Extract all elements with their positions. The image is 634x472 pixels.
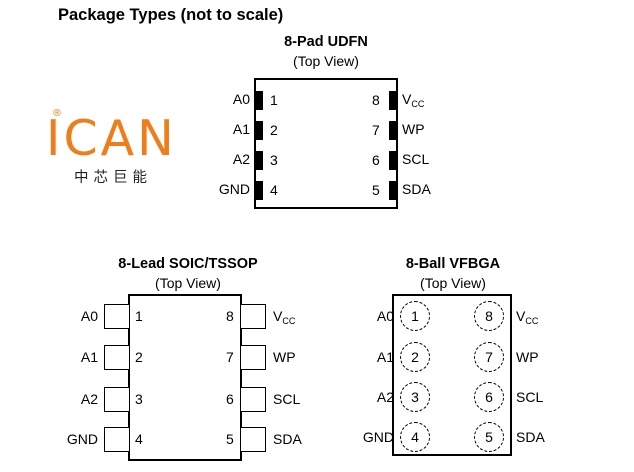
vfbga-pin-label-7: WP xyxy=(516,349,539,365)
vfbga-ball-1: 1 xyxy=(400,301,430,331)
soic-pin-number-5: 5 xyxy=(226,431,234,447)
udfn-pad-8 xyxy=(389,91,398,110)
logo-registered-mark: ® xyxy=(52,108,62,119)
udfn-pin-number-6: 6 xyxy=(372,152,380,168)
pin-label-subscript: CC xyxy=(411,99,425,109)
vfbga-subtitle: (Top View) xyxy=(420,275,486,291)
soic-pin-number-3: 3 xyxy=(135,391,143,407)
vfbga-pin-label-5: SDA xyxy=(516,429,545,445)
udfn-pin-label-3: A2 xyxy=(232,151,250,167)
udfn-package-body xyxy=(254,78,398,209)
soic-lead-6 xyxy=(240,387,266,412)
soic-pin-label-7: WP xyxy=(273,349,296,365)
soic-pin-number-1: 1 xyxy=(135,308,143,324)
vfbga-ball-5: 5 xyxy=(474,422,504,452)
soic-pin-label-8: VCC xyxy=(273,308,296,326)
vfbga-pin-label-6: SCL xyxy=(516,389,544,405)
soic-lead-3 xyxy=(104,387,130,412)
soic-pin-number-2: 2 xyxy=(135,349,143,365)
udfn-pin-number-3: 3 xyxy=(270,152,278,168)
vfbga-pin-label-1: A0 xyxy=(376,308,394,324)
soic-pin-number-6: 6 xyxy=(226,391,234,407)
soic-subtitle: (Top View) xyxy=(155,275,221,291)
udfn-pin-label-5: SDA xyxy=(402,181,431,197)
udfn-pin-label-1: A0 xyxy=(232,91,250,107)
soic-pin-number-8: 8 xyxy=(226,308,234,324)
udfn-pin-number-7: 7 xyxy=(372,122,380,138)
vfbga-pin-label-2: A1 xyxy=(376,349,394,365)
udfn-pin-label-4: GND xyxy=(218,181,250,197)
udfn-pad-7 xyxy=(389,121,398,140)
udfn-pin-number-5: 5 xyxy=(372,182,380,198)
vfbga-pin-label-8: VCC xyxy=(516,308,539,326)
udfn-pad-1 xyxy=(254,91,263,110)
soic-pin-label-3: A2 xyxy=(80,391,98,407)
vfbga-ball-3: 3 xyxy=(400,382,430,412)
udfn-pad-3 xyxy=(254,151,263,170)
vfbga-title: 8-Ball VFBGA xyxy=(405,256,501,272)
vfbga-ball-8: 8 xyxy=(474,301,504,331)
soic-pin-number-7: 7 xyxy=(226,349,234,365)
soic-lead-4 xyxy=(104,427,130,452)
pin-label-subscript: CC xyxy=(282,316,296,326)
soic-pin-label-2: A1 xyxy=(80,349,98,365)
logo-subtitle: 中芯巨能 xyxy=(74,170,152,186)
vfbga-pin-label-3: A2 xyxy=(376,389,394,405)
soic-pin-label-5: SDA xyxy=(273,431,302,447)
ican-logo: ® ICAN 中芯巨能 xyxy=(46,104,176,196)
udfn-pad-2 xyxy=(254,121,263,140)
page-title: Package Types (not to scale) xyxy=(58,6,284,24)
udfn-pad-6 xyxy=(389,151,398,170)
soic-pin-label-6: SCL xyxy=(273,391,301,407)
udfn-pin-label-7: WP xyxy=(402,121,425,137)
soic-title: 8-Lead SOIC/TSSOP xyxy=(118,256,258,272)
udfn-pin-number-4: 4 xyxy=(270,182,278,198)
udfn-pin-number-8: 8 xyxy=(372,92,380,108)
udfn-subtitle: (Top View) xyxy=(293,53,359,69)
soic-lead-8 xyxy=(240,304,266,329)
vfbga-ball-2: 2 xyxy=(400,342,430,372)
soic-lead-1 xyxy=(104,304,130,329)
vfbga-ball-4: 4 xyxy=(400,422,430,452)
vfbga-pin-label-4: GND xyxy=(362,429,394,445)
udfn-pad-5 xyxy=(389,181,398,200)
udfn-title: 8-Pad UDFN xyxy=(284,34,368,50)
udfn-pad-4 xyxy=(254,181,263,200)
udfn-pin-label-8: VCC xyxy=(402,91,425,109)
udfn-pin-label-6: SCL xyxy=(402,151,430,167)
soic-pin-label-4: GND xyxy=(66,431,98,447)
pin-label-subscript: CC xyxy=(525,316,539,326)
udfn-pin-number-2: 2 xyxy=(270,122,278,138)
soic-lead-5 xyxy=(240,427,266,452)
vfbga-ball-6: 6 xyxy=(474,382,504,412)
udfn-pin-label-2: A1 xyxy=(232,121,250,137)
soic-pin-number-4: 4 xyxy=(135,431,143,447)
vfbga-ball-7: 7 xyxy=(474,342,504,372)
logo-brand: ICAN xyxy=(46,110,177,167)
soic-pin-label-1: A0 xyxy=(80,308,98,324)
soic-lead-7 xyxy=(240,345,266,370)
udfn-pin-number-1: 1 xyxy=(270,92,278,108)
soic-lead-2 xyxy=(104,345,130,370)
soic-package-body xyxy=(128,294,242,461)
